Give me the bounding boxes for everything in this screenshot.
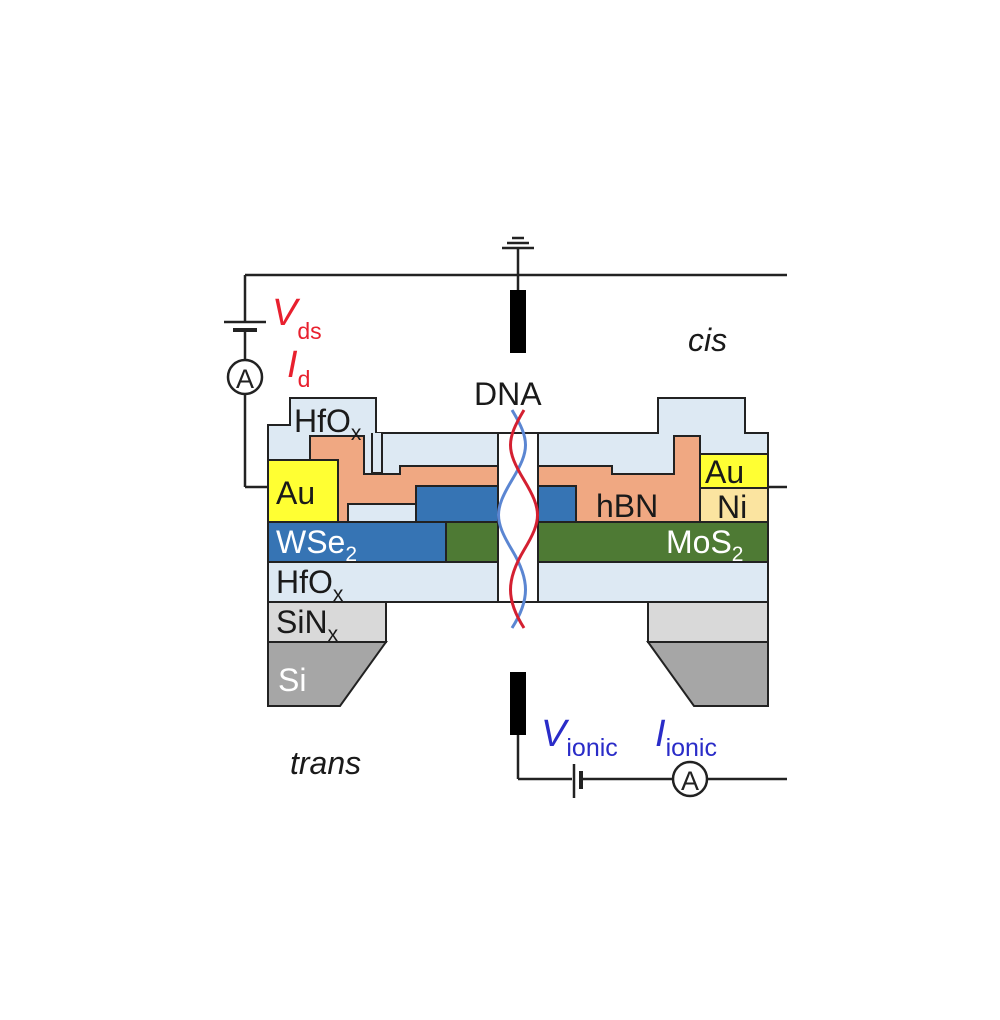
label-si: Si bbox=[278, 662, 306, 698]
hfox-bottom-right bbox=[537, 561, 769, 603]
label-wse2: WSe2 bbox=[276, 524, 357, 566]
ammeter-icon-id: A bbox=[226, 358, 264, 396]
label-trans: trans bbox=[290, 745, 361, 781]
ammeter-symbol-left: A bbox=[236, 364, 254, 394]
sinx-right bbox=[647, 601, 769, 643]
top-electrode bbox=[510, 290, 526, 353]
wse2-layer bbox=[267, 521, 447, 563]
mos2-layer-right bbox=[537, 521, 769, 563]
wse2-step bbox=[415, 485, 499, 523]
dna-strand-blue bbox=[497, 409, 527, 629]
label-cis: cis bbox=[688, 322, 727, 358]
battery-icon-vds bbox=[224, 320, 266, 332]
label-hbn: hBN bbox=[596, 488, 658, 524]
label-iionic: Iionic bbox=[655, 713, 717, 762]
au-right-contact bbox=[699, 453, 769, 489]
label-au-right: Au bbox=[705, 454, 744, 490]
label-hfox-bottom: HfOx bbox=[276, 564, 344, 606]
label-mos2: MoS2 bbox=[666, 524, 743, 566]
wse2-step-right bbox=[537, 485, 577, 523]
label-hfox-top: HfOx bbox=[294, 403, 362, 445]
label-au-left: Au bbox=[276, 475, 315, 511]
label-vionic: Vionic bbox=[541, 713, 618, 762]
ammeter-symbol-bottom: A bbox=[681, 766, 699, 796]
si-right bbox=[646, 641, 769, 707]
circuit-wires bbox=[243, 248, 787, 781]
label-ni: Ni bbox=[717, 489, 747, 525]
ammeter-icon-ionic: A bbox=[671, 760, 709, 798]
nanopore bbox=[497, 432, 539, 603]
mos2-layer-left bbox=[445, 521, 499, 563]
label-sinx: SiNx bbox=[276, 604, 339, 646]
dna-strand-red bbox=[509, 409, 539, 629]
dna-helix-icon bbox=[497, 409, 539, 629]
hfox-notch-left bbox=[371, 433, 383, 474]
label-id: Id bbox=[287, 344, 310, 392]
si-left bbox=[267, 641, 388, 707]
device-stack bbox=[267, 397, 769, 707]
bottom-electrode bbox=[510, 672, 526, 735]
hbn-layer-left bbox=[309, 435, 499, 523]
label-dna: DNA bbox=[474, 376, 542, 412]
battery-icon-vionic bbox=[572, 764, 583, 798]
sinx-left bbox=[267, 601, 387, 643]
ground-icon bbox=[502, 236, 534, 250]
label-vds: Vds bbox=[272, 292, 322, 344]
